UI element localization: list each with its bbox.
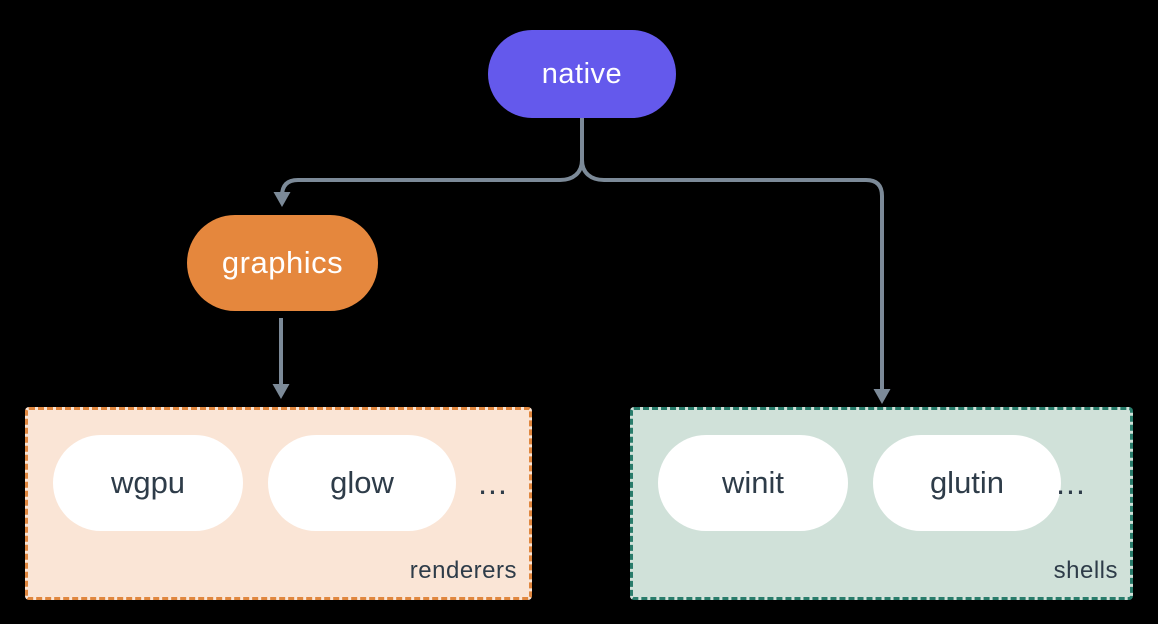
arrowhead-renderers: [272, 384, 290, 399]
node-glutin: glutin: [873, 435, 1061, 531]
shells-ellipsis: ...: [1056, 464, 1086, 501]
connector-branch-right: [580, 159, 884, 390]
node-wgpu: wgpu: [53, 435, 243, 531]
group-renderers: wgpu glow ... renderers: [25, 407, 532, 600]
node-winit: winit: [658, 435, 848, 531]
node-wgpu-label: wgpu: [110, 465, 186, 500]
group-shells: winit glutin ... shells: [630, 407, 1133, 600]
node-glutin-label: glutin: [929, 465, 1005, 500]
shells-group-label: shells: [1053, 557, 1118, 584]
renderers-ellipsis: ...: [478, 464, 508, 501]
node-winit-label: winit: [721, 465, 784, 500]
node-native: native: [488, 30, 676, 118]
arrowhead-graphics: [273, 192, 291, 207]
arrowhead-shells: [873, 389, 891, 404]
node-glow-label: glow: [330, 465, 394, 500]
node-graphics: graphics: [187, 215, 378, 311]
renderers-group-label: renderers: [409, 557, 517, 584]
node-native-label: native: [541, 57, 623, 90]
node-glow: glow: [268, 435, 456, 531]
connector-branch-left: [280, 159, 584, 197]
node-graphics-label: graphics: [221, 245, 344, 280]
